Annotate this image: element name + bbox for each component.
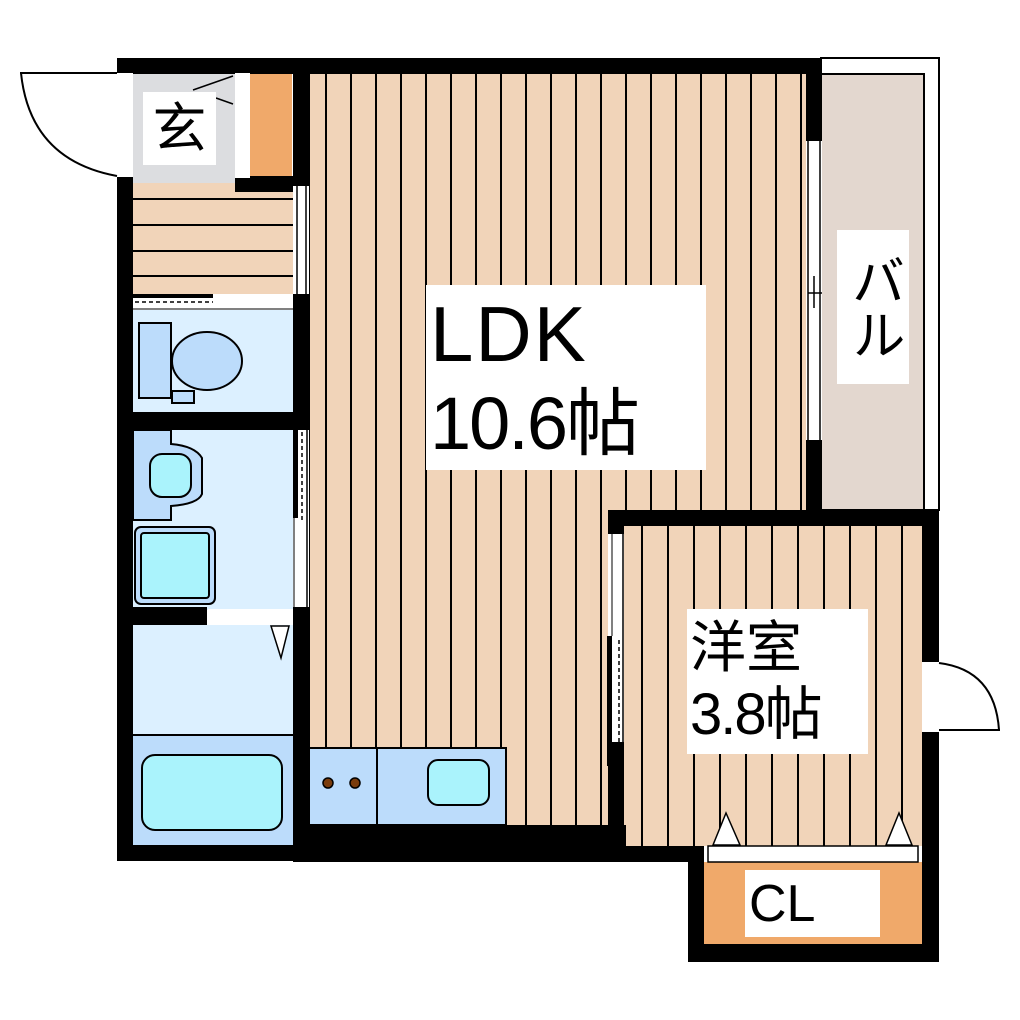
shoe-cabinet <box>250 73 292 176</box>
washroom-sliding-door[interactable] <box>293 430 309 607</box>
toilet-tank <box>138 322 172 399</box>
ldk-label: LDK 10.6帖 <box>426 285 706 470</box>
closet-label: CL <box>745 870 880 937</box>
corridor-floor <box>133 183 293 294</box>
washroom <box>132 429 293 610</box>
entrance-label: 玄 <box>143 92 216 165</box>
western-room-label: 洋室 3.8帖 <box>687 609 868 754</box>
ldk-size: 10.6帖 <box>430 381 640 465</box>
western-room-side-door[interactable] <box>923 662 1000 732</box>
shoe-cabinet-door <box>192 73 250 178</box>
bathroom-door[interactable] <box>208 609 293 624</box>
closet-label-text: CL <box>749 874 816 933</box>
washbasin <box>149 453 192 498</box>
balcony-sliding-window[interactable] <box>806 141 822 440</box>
bathroom <box>133 625 293 845</box>
bathtub <box>141 754 283 831</box>
walls <box>117 58 939 962</box>
corridor-sliding-door[interactable] <box>294 76 309 294</box>
western-room-name: 洋室 <box>690 615 802 679</box>
toilet-room <box>133 310 293 412</box>
kitchen-sink <box>427 759 490 806</box>
entrance-door[interactable] <box>20 72 133 177</box>
toilet-bowl <box>171 331 243 391</box>
washing-machine-pan <box>140 532 210 599</box>
stove-burner <box>322 777 334 789</box>
balcony-label: バル <box>837 230 909 384</box>
bathroom-door-marker <box>269 625 290 661</box>
kitchen-counter <box>308 747 507 826</box>
western-room-size: 3.8帖 <box>690 681 823 747</box>
balcony-label-text: バル <box>843 253 903 361</box>
toilet-sliding-door[interactable] <box>133 294 293 310</box>
entrance-label-text: 玄 <box>152 98 207 159</box>
stove-burner <box>349 777 361 789</box>
ldk-name: LDK <box>430 289 588 378</box>
closet-folding-doors[interactable] <box>707 811 919 863</box>
western-room-sliding-door[interactable] <box>607 534 624 766</box>
